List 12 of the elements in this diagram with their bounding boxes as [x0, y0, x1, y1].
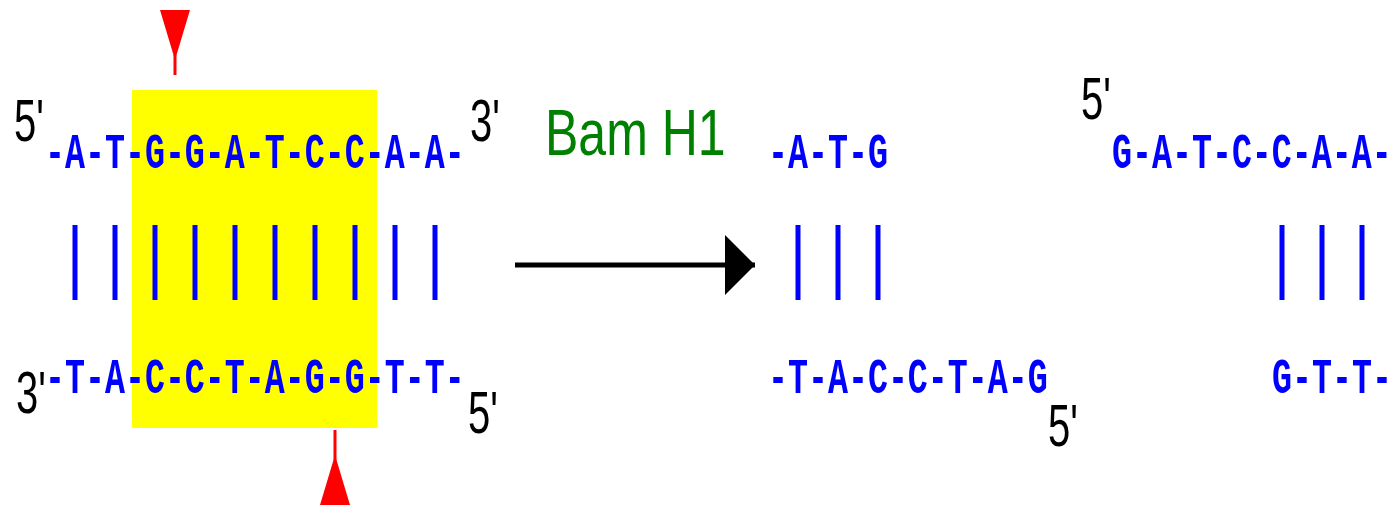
strand-end-label: 5' — [468, 382, 498, 442]
edge-label: Bam H1 — [545, 100, 726, 166]
strand-end-label: 5' — [14, 90, 44, 150]
dna-strand-sequence: G-T-T- — [1272, 355, 1392, 406]
dna-strand-sequence: -T-A-C-C-T-A-G — [768, 355, 1048, 406]
arrow — [515, 235, 755, 295]
dna-strand-sequence: -A-T-G — [768, 130, 888, 181]
strand-end-label: 3' — [16, 362, 46, 422]
strand-end-label: 5' — [1048, 395, 1078, 455]
strand-end-label: 3' — [470, 90, 500, 150]
dna-strand-sequence: G-A-T-C-C-A-A- — [1112, 130, 1392, 181]
strand-end-label: 5' — [1081, 68, 1111, 128]
